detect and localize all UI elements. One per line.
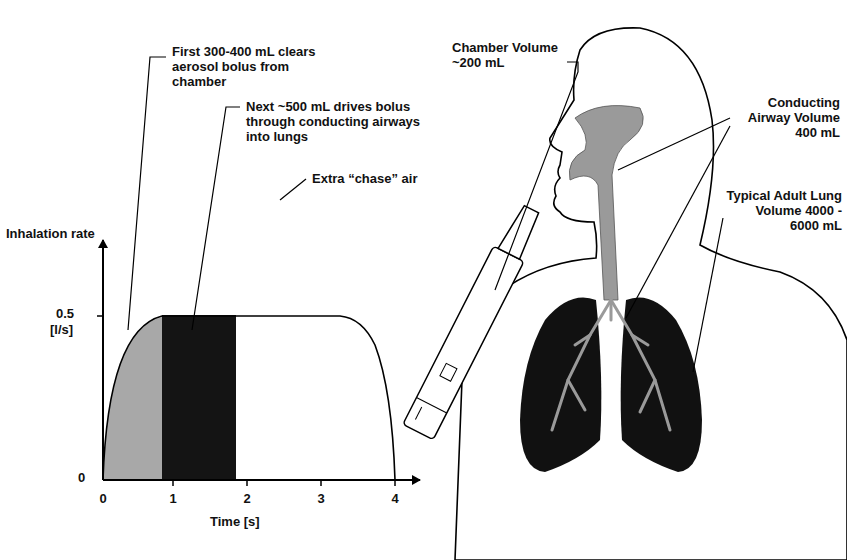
spacer-chamber [403, 202, 547, 440]
annotation-label: Next ~500 mL drives bolus through conduc… [246, 99, 434, 144]
y-axis [102, 240, 104, 480]
bronchi [552, 300, 670, 430]
annotation-label: Extra “chase” air [312, 171, 432, 186]
axis-number: 0 [93, 491, 113, 506]
axis-number: 2 [237, 491, 257, 506]
leader-lines [128, 57, 306, 330]
ticks [97, 316, 395, 486]
axis-number: [l/s] [50, 322, 94, 337]
body-outline [455, 28, 847, 560]
figure-leaders [495, 62, 730, 372]
left-lung [520, 298, 601, 473]
black-region [162, 315, 236, 480]
annotation-label: Chamber Volume ~200 mL [452, 40, 568, 70]
axis-number: 1 [163, 491, 183, 506]
axis-title: Inhalation rate [6, 226, 106, 241]
flow-curve [103, 316, 395, 480]
annotation-label: Conducting Airway Volume 400 mL [734, 95, 840, 140]
annotation-label: First 300-400 mL clears aerosol bolus fr… [172, 44, 318, 89]
x-axis [103, 479, 420, 481]
axis-number: 3 [311, 491, 331, 506]
airway [569, 106, 643, 300]
annotation-label: Typical Adult Lung Volume 4000 - 6000 mL [724, 188, 842, 233]
axis-number: 4 [385, 491, 405, 506]
right-lung [621, 298, 702, 473]
axis-number: 0 [78, 470, 98, 485]
axis-number: 0.5 [56, 306, 92, 321]
axis-title: Time [s] [210, 514, 300, 529]
